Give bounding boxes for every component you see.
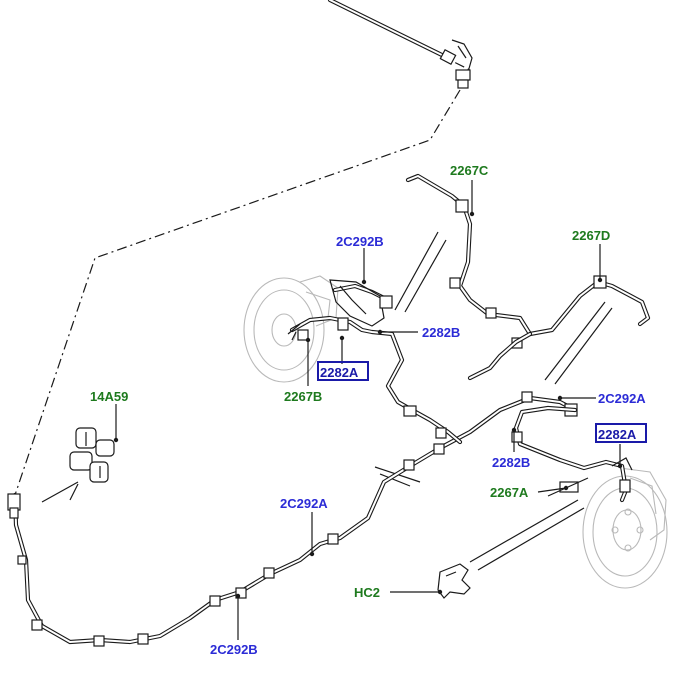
leader-lines <box>113 180 623 640</box>
label-14a59: 14A59 <box>90 389 128 404</box>
label-2267b: 2267B <box>284 389 322 404</box>
connector-14a59 <box>69 427 115 483</box>
highlight-box-2282a-left <box>317 361 369 381</box>
pipe-2267d <box>593 275 651 327</box>
label-2282a-right: 2282A <box>598 427 637 442</box>
label-hc2: HC2 <box>354 585 380 600</box>
label-2267c: 2267C <box>450 163 489 178</box>
label-2267a: 2267A <box>490 485 529 500</box>
right-brake-disc-ghost <box>582 467 668 589</box>
left-flexible-hose <box>287 279 463 445</box>
label-2c292a-right: 2C292A <box>598 391 646 406</box>
main-brake-pipe <box>7 391 578 647</box>
label-2282b-right: 2282B <box>492 455 530 470</box>
label-2282a-left: 2282A <box>320 365 359 380</box>
right-flexible-hose <box>511 405 633 503</box>
top-brake-pipe <box>327 0 473 89</box>
label-2c292a-bottom: 2C292A <box>280 496 328 511</box>
highlight-box-2282a-right <box>595 423 647 443</box>
label-2c292b-top: 2C292B <box>336 234 384 249</box>
clip-hc2 <box>437 563 471 599</box>
label-2282b-mid: 2282B <box>422 325 460 340</box>
pipe-2267c <box>405 173 601 381</box>
label-2c292b-bottom: 2C292B <box>210 642 258 657</box>
label-2267d: 2267D <box>572 228 610 243</box>
